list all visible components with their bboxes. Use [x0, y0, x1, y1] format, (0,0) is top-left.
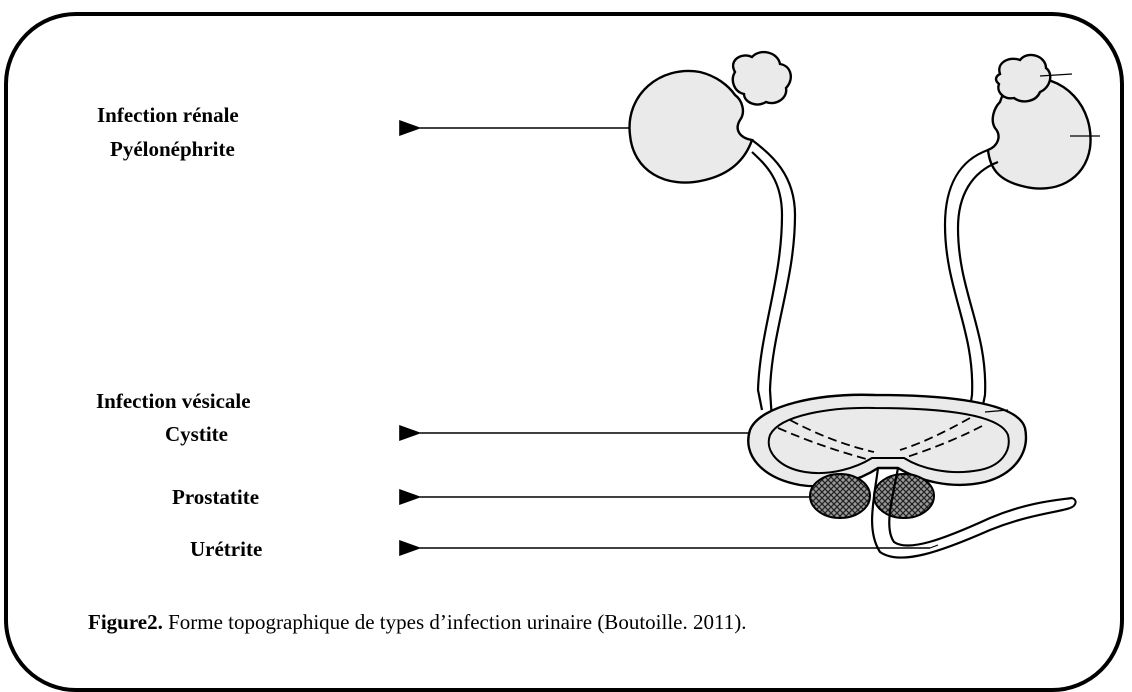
label-renal-infection: Infection rénale — [97, 103, 239, 128]
bladder — [748, 395, 1026, 487]
label-prostatitis: Prostatite — [172, 485, 259, 510]
left-kidney — [630, 52, 791, 182]
caption-prefix: Figure2. — [88, 610, 163, 634]
label-bladder-infection: Infection vésicale — [96, 389, 251, 414]
label-pyelonephritis: Pyélonéphrite — [110, 137, 235, 162]
left-ureter — [752, 140, 795, 420]
right-ureter — [945, 150, 998, 420]
caption-text: Forme topographique de types d’infection… — [163, 610, 747, 634]
label-urethritis: Urétrite — [190, 537, 262, 562]
label-cystitis: Cystite — [165, 422, 228, 447]
figure-caption: Figure2. Forme topographique de types d’… — [88, 610, 746, 635]
right-kidney — [988, 55, 1100, 189]
